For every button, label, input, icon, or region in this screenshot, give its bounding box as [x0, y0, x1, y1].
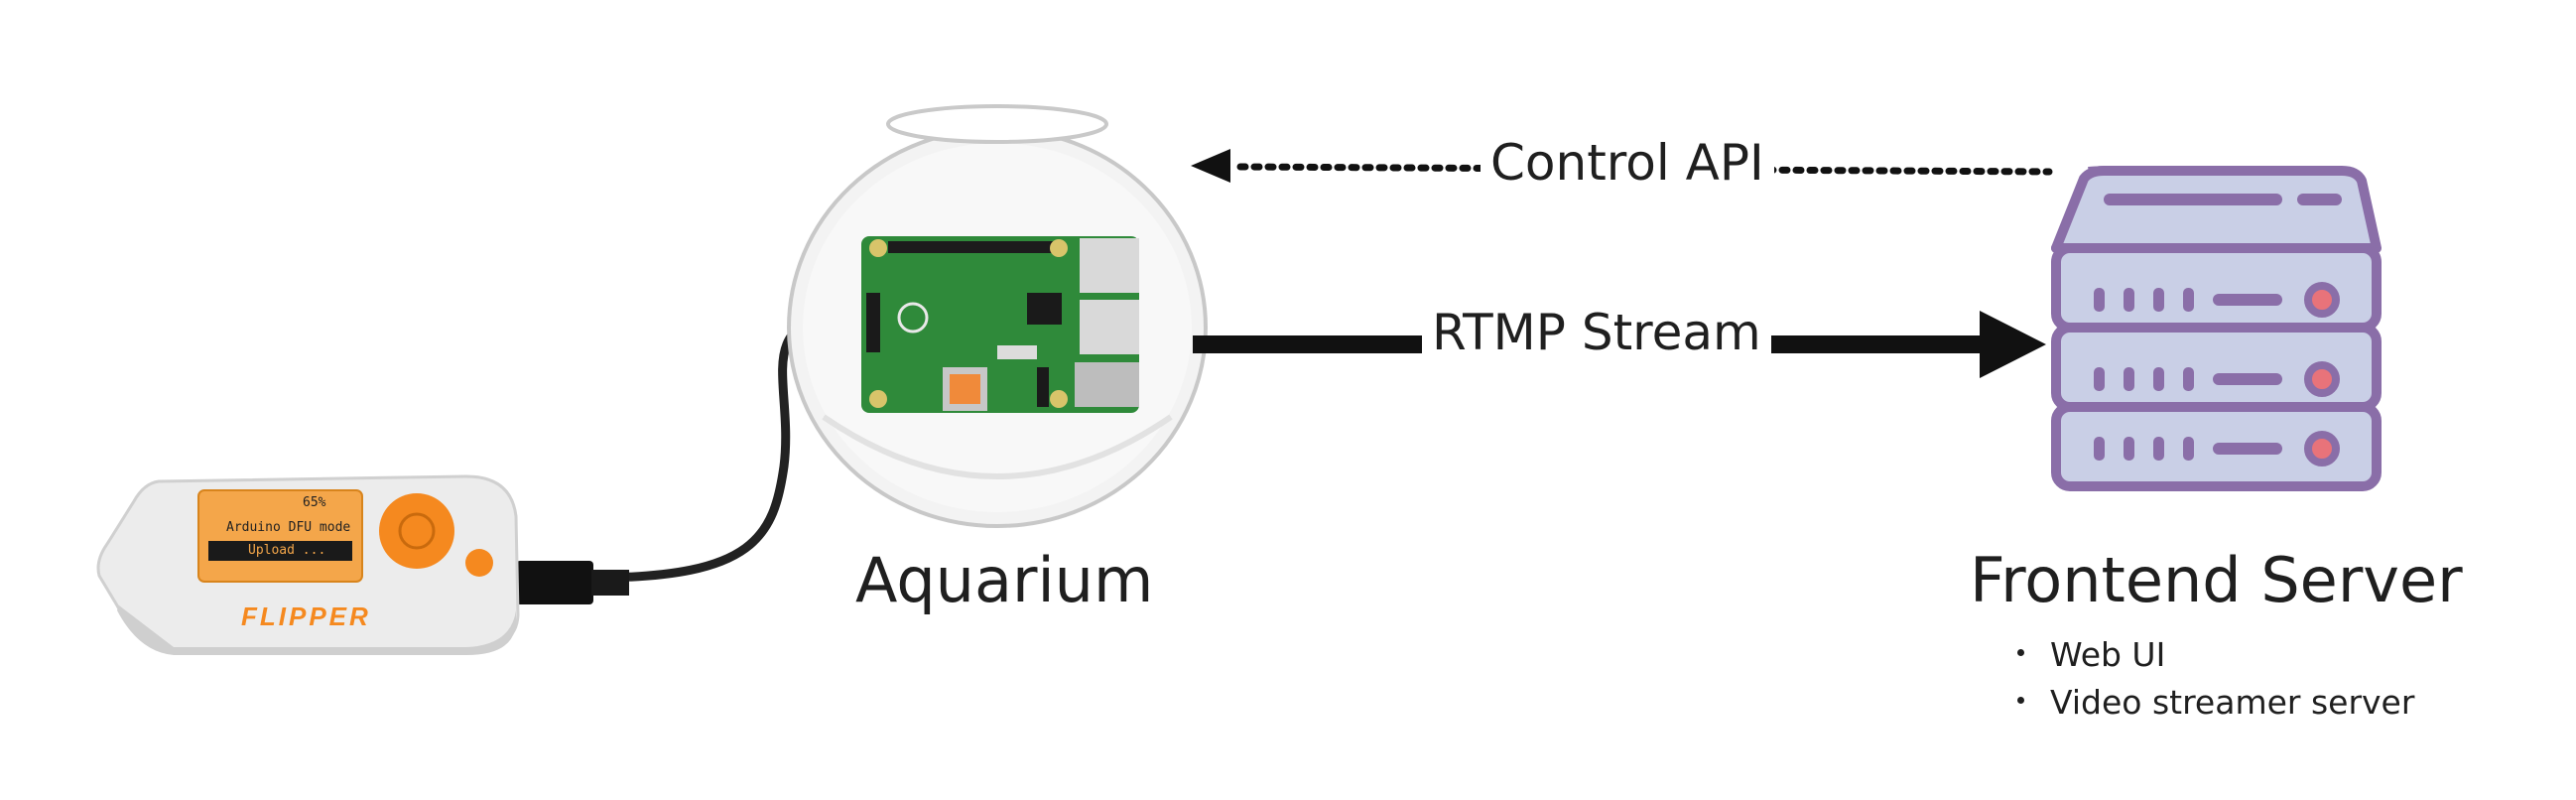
rtmp-stream-label: RTMP Stream	[1422, 304, 1771, 361]
bullet-dot	[2017, 697, 2024, 704]
bullet-text: Web UI	[2050, 635, 2166, 674]
control-api-label: Control API	[1481, 134, 1774, 192]
flipper-brand: FLIPPER	[241, 601, 371, 631]
aquarium-label: Aquarium	[855, 544, 1154, 616]
frontend-bullet-item: Web UI	[2017, 635, 2165, 674]
server-icon	[2051, 166, 2382, 491]
bullet-text: Video streamer server	[2050, 683, 2415, 722]
flipper-mode-text: Arduino DFU mode	[226, 520, 351, 535]
bullet-dot	[2017, 649, 2024, 656]
raspberry-pi-board	[861, 236, 1139, 413]
server-leds	[2304, 282, 2340, 467]
server-details	[2094, 194, 2342, 461]
frontend-bullet-item: Video streamer server	[2017, 683, 2414, 722]
frontend-server-label: Frontend Server	[1970, 544, 2463, 616]
flipper-battery: 65%	[303, 495, 326, 510]
flipper-status-text: Upload ...	[208, 541, 352, 561]
flipper-device	[96, 474, 520, 655]
